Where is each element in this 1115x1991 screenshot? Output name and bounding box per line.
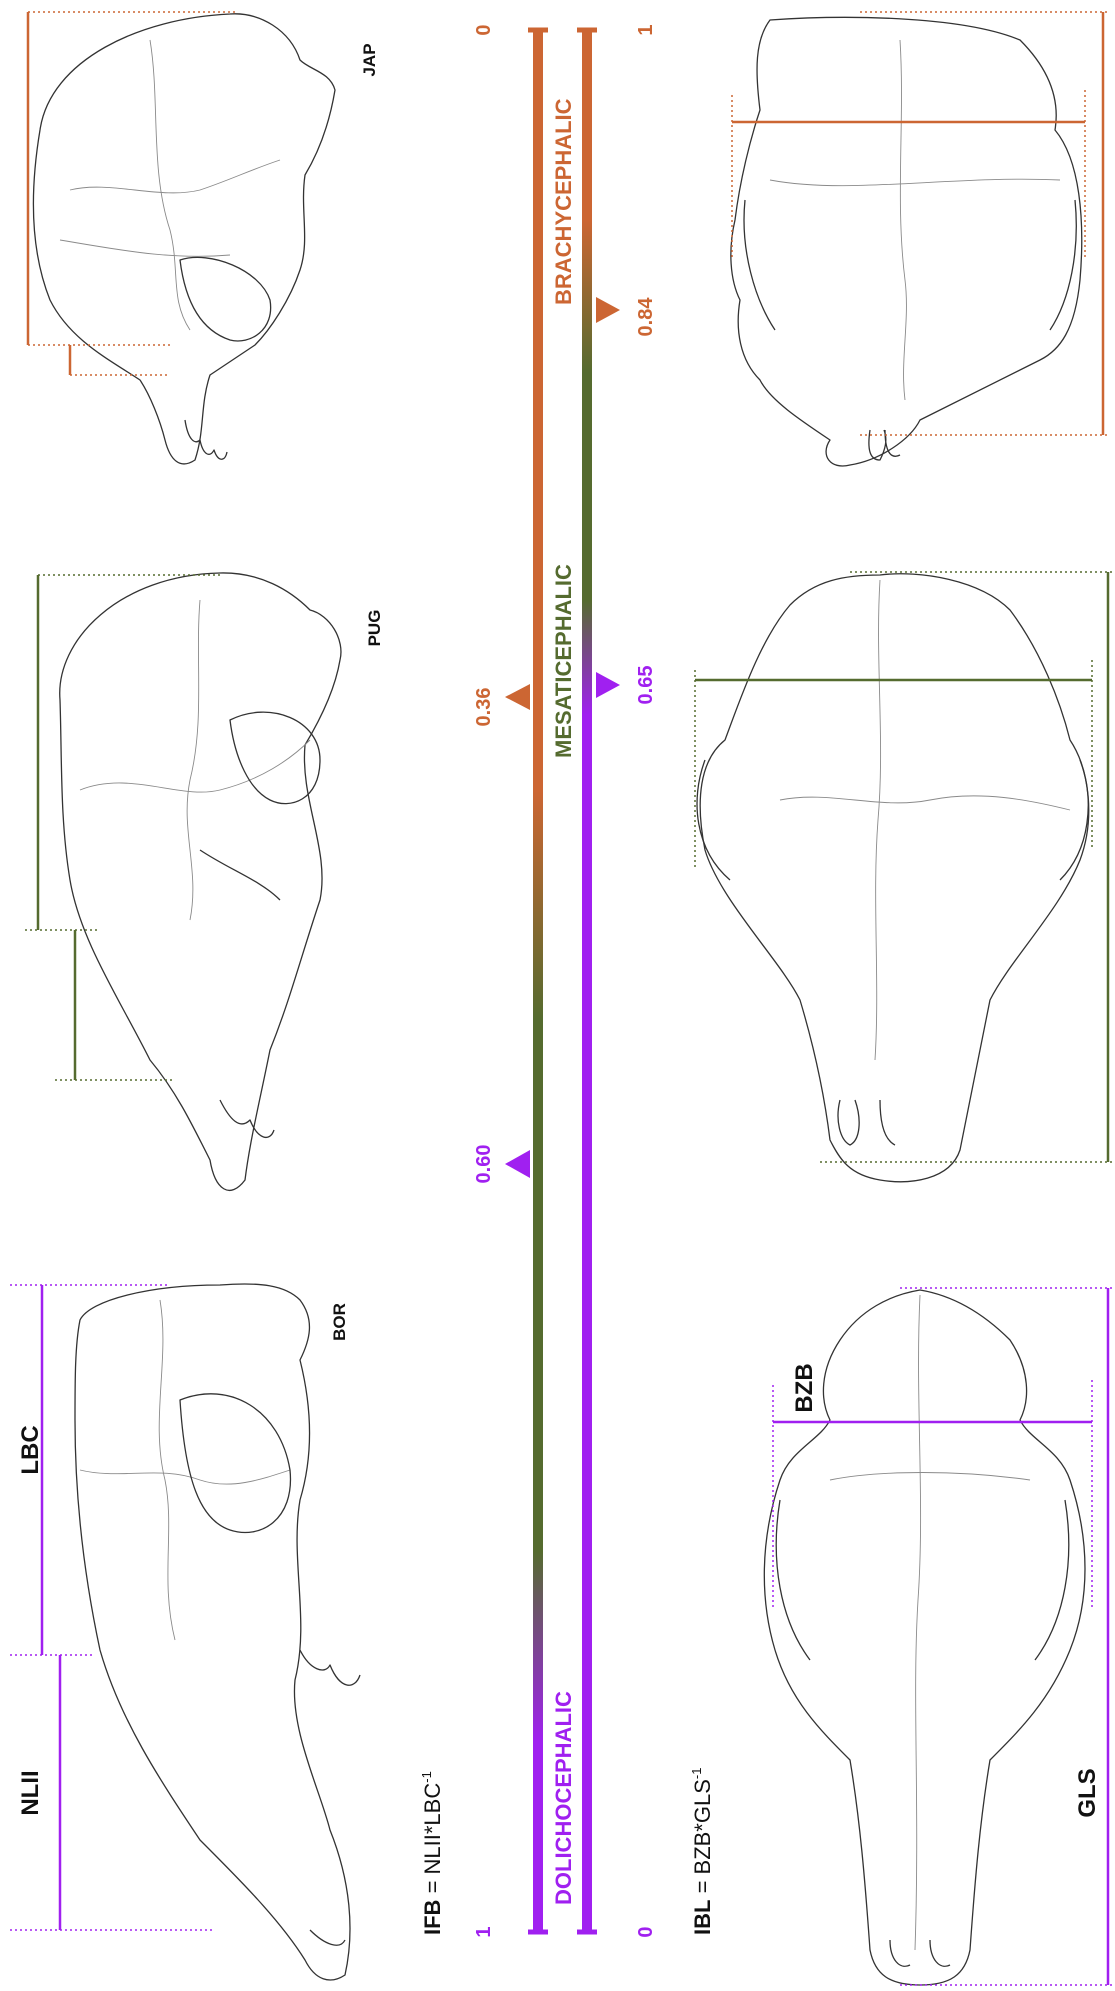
ifb-scale-start: 1: [473, 1926, 495, 1937]
measure-gls-label: GLS: [1074, 1768, 1101, 1817]
measure-bzb-label: BZB: [791, 1363, 818, 1412]
label-mesaticephalic: MESATICEPHALIC: [551, 564, 576, 758]
label-brachycephalic: BRACHYCEPHALIC: [551, 98, 576, 305]
pug-lateral-skull: [60, 573, 341, 1190]
jap-dorsal-skull: [731, 17, 1082, 466]
formula-ifb-exp: -1: [419, 1771, 434, 1783]
pug-dorsal-skull: [697, 574, 1089, 1182]
threshold-036-marker: [505, 684, 530, 710]
threshold-084-label: 0.84: [635, 297, 657, 337]
threshold-060-marker: [505, 1150, 530, 1178]
bor-measure-lines: [10, 1285, 215, 1930]
ifb-scale-end: 0: [473, 24, 495, 35]
formula-ibl-name: IBL: [690, 1900, 715, 1935]
threshold-065-label: 0.65: [635, 666, 657, 705]
pug-measure-lines: [25, 575, 220, 1080]
jap-lateral-skull: [33, 14, 335, 464]
ifb-scale-bar: [528, 30, 548, 1932]
formula-ibl-exp: -1: [689, 1768, 704, 1780]
formula-ifb-name: IFB: [420, 1900, 445, 1935]
threshold-065-marker: [596, 672, 620, 698]
ibl-scale-bar: [577, 30, 597, 1932]
bor-lateral-skull: [75, 1284, 360, 1980]
jap-measure-lines: [28, 12, 235, 375]
ibl-scale-start: 0: [635, 1926, 657, 1937]
specimen-bor-label: BOR: [330, 1303, 349, 1341]
measure-nlii-label: NLII: [17, 1770, 44, 1815]
formula-ibl: IBL = BZB*GLS-1: [689, 1768, 715, 1935]
specimen-pug-label: PUG: [365, 610, 384, 647]
formula-ifb: IFB = NLII*LBC-1: [419, 1771, 445, 1935]
formula-ifb-body: = NLII*LBC: [420, 1783, 445, 1900]
threshold-036-label: 0.36: [473, 688, 495, 727]
formula-ibl-body: = BZB*GLS: [690, 1779, 715, 1899]
specimen-jap-label: JAP: [360, 43, 379, 76]
threshold-084-marker: [596, 297, 620, 323]
measure-lbc-label: LBC: [17, 1425, 44, 1474]
pug-dorsal-measure-lines: [695, 572, 1112, 1162]
jap-dorsal-measure-lines: [732, 12, 1110, 435]
threshold-060-label: 0.60: [473, 1145, 495, 1184]
label-dolichocephalic: DOLICHOCEPHALIC: [551, 1691, 576, 1905]
ibl-scale-end: 1: [635, 24, 657, 35]
